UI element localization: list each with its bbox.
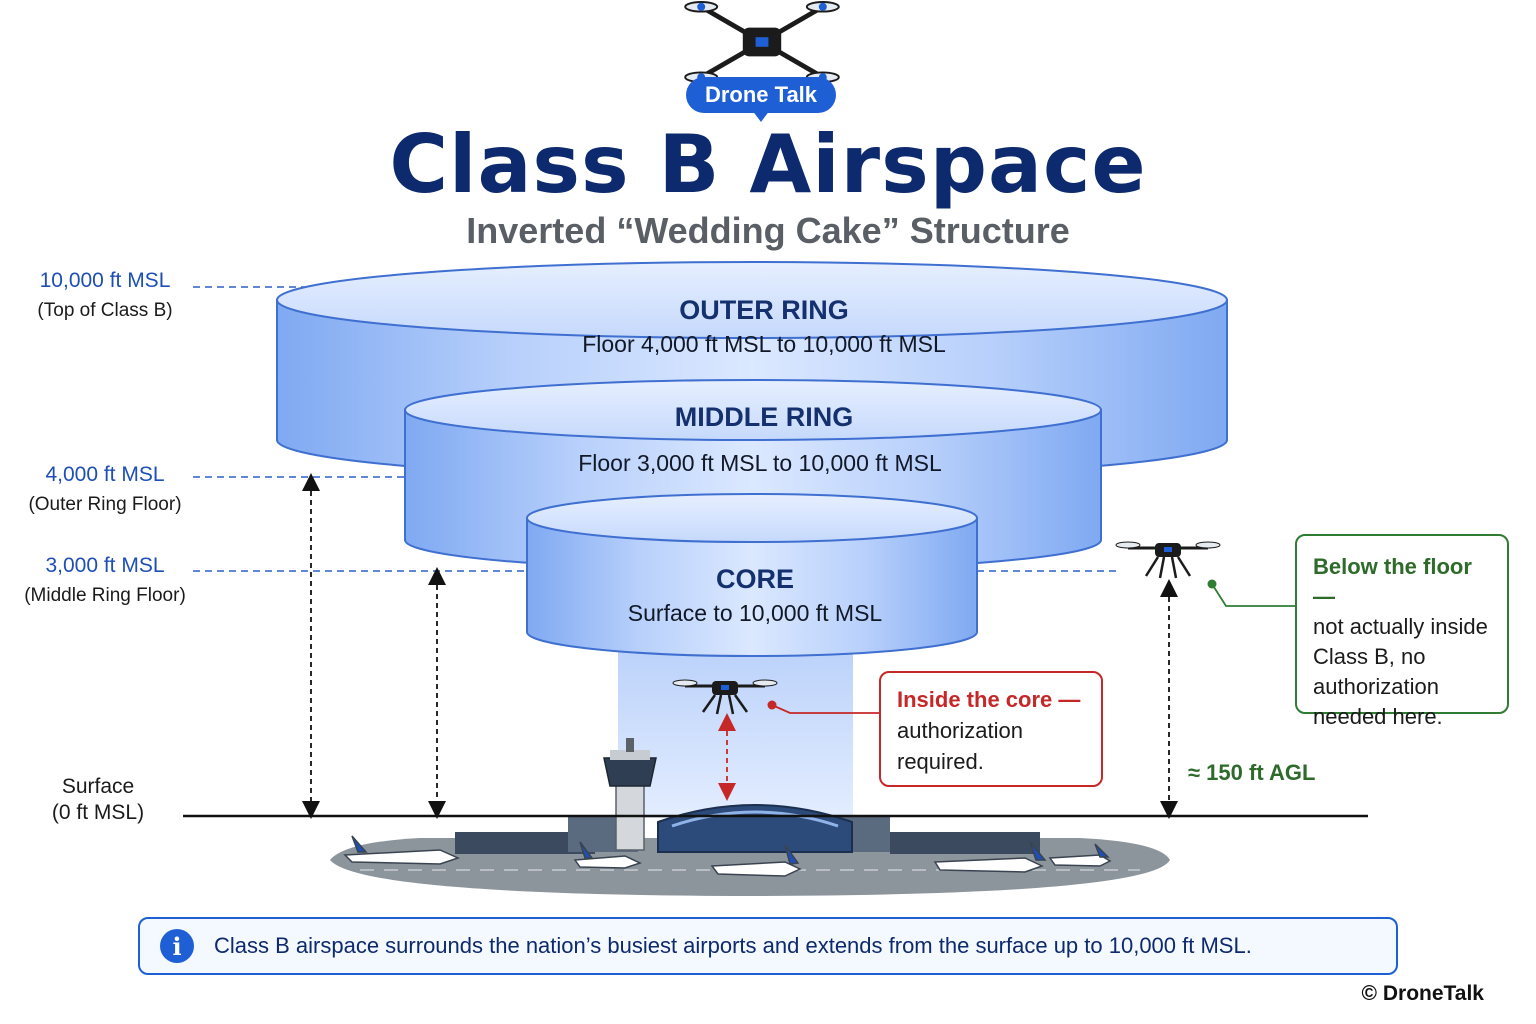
callout-inside-core: Inside the core — authorization required… xyxy=(879,671,1103,787)
middle-ring-title: MIDDLE RING xyxy=(674,402,854,432)
callout-below-floor-line2: Class B, no xyxy=(1313,644,1426,669)
info-banner: i Class B airspace surrounds the nation’… xyxy=(138,917,1398,975)
altitude-label-4000: 4,000 ft MSL xyxy=(45,463,165,486)
middle-ring-range: Floor 3,000 ft MSL to 10,000 ft MSL xyxy=(578,450,942,476)
page-title: Class B Airspace xyxy=(389,118,1147,211)
outer-ring-title: OUTER RING xyxy=(679,295,849,325)
brand-badge-tail xyxy=(752,110,770,122)
agl-label: ≈ 150 ft AGL xyxy=(1188,760,1316,785)
drone-icon-below-floor xyxy=(1115,541,1221,579)
leader-line-below-floor xyxy=(1211,583,1295,607)
brand-badge: Drone Talk xyxy=(686,77,836,113)
callout-below-floor-line4: needed here. xyxy=(1313,704,1443,729)
callout-inside-core-body: authorization xyxy=(897,718,1023,743)
callout-below-floor-line1: not actually inside xyxy=(1313,614,1488,639)
core-shape xyxy=(526,493,978,657)
callout-below-floor-heading: Below the floor — xyxy=(1313,554,1472,609)
surface-label: Surface (0 ft MSL) xyxy=(28,774,168,826)
info-icon: i xyxy=(160,929,194,963)
altitude-note-4000: (Outer Ring Floor) xyxy=(28,494,182,515)
callout-below-floor-line3: authorization xyxy=(1313,674,1439,699)
info-banner-text: Class B airspace surrounds the nation’s … xyxy=(214,933,1252,958)
callout-below-floor: Below the floor — not actually inside Cl… xyxy=(1295,534,1509,729)
altitude-note-3000: (Middle Ring Floor) xyxy=(24,585,186,606)
drone-icon-logo xyxy=(684,1,840,83)
surface-label-line1: Surface xyxy=(61,775,135,798)
surface-label-line2: (0 ft MSL) xyxy=(51,801,145,824)
core-title: CORE xyxy=(715,564,794,594)
leader-dot-core xyxy=(767,700,777,710)
drone-icon-core xyxy=(672,679,778,715)
core-range: Surface to 10,000 ft MSL xyxy=(627,600,883,626)
airplane-icons xyxy=(343,835,1112,877)
outer-ring-range: Floor 4,000 ft MSL to 10,000 ft MSL xyxy=(582,331,946,357)
leader-line-core xyxy=(771,704,879,714)
leader-dot-below-floor xyxy=(1207,579,1217,589)
altitude-label-10000: 10,000 ft MSL xyxy=(39,269,171,292)
core-shaft xyxy=(618,630,853,818)
altitude-label-3000: 3,000 ft MSL xyxy=(45,554,165,577)
callout-inside-core-body-2: required. xyxy=(897,749,984,774)
callout-inside-core-heading: Inside the core — xyxy=(897,687,1081,712)
altitude-note-10000: (Top of Class B) xyxy=(37,300,173,321)
copyright: © DroneTalk xyxy=(1361,982,1484,1005)
page-subtitle: Inverted “Wedding Cake” Structure xyxy=(466,210,1070,251)
